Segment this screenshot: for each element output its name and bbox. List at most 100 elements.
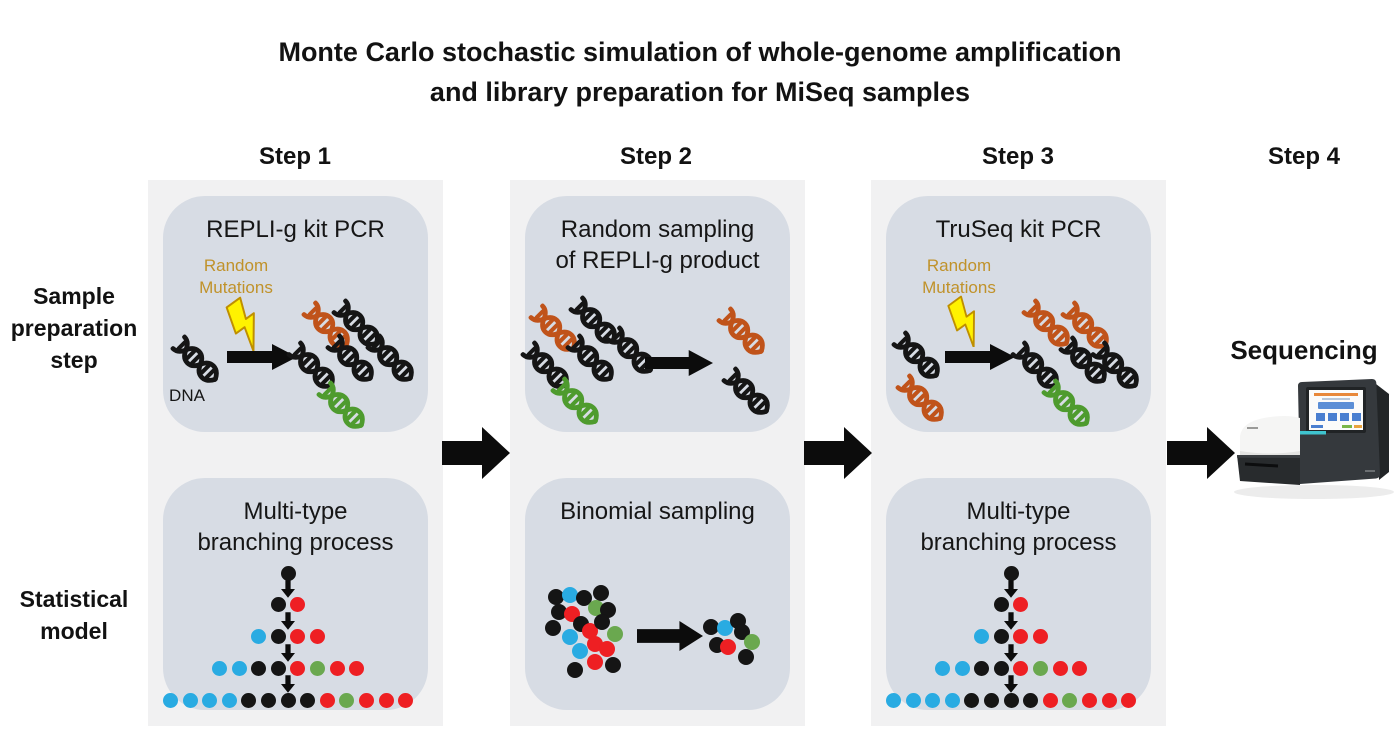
row-label-statistical-model: Statistical model (19, 586, 129, 644)
down-arrow-icon (281, 643, 295, 667)
sample-dot-red (599, 641, 615, 657)
step-label-1: Step 1 (258, 143, 332, 170)
step2-box-title: Random sampling of REPLI-g product (555, 216, 760, 274)
machine-reagent-cover (1240, 416, 1300, 455)
sample-dot-black (593, 585, 609, 601)
tree-dot-blue (202, 692, 218, 708)
tree-dot-green (339, 692, 355, 708)
random-mutations-label: Random Mutations (199, 256, 273, 297)
dna-helix-icon (565, 292, 626, 353)
dna-helix-icon (525, 300, 586, 361)
step3-output-dna (886, 196, 1151, 432)
step3-box-title: TruSeq kit PCR (935, 216, 1102, 243)
step3-column: TruSeq kit PCR Random Mutations Multi-ty… (871, 180, 1166, 726)
tree-dot-blue (221, 692, 237, 708)
sample-dot-black (576, 590, 592, 606)
step2-sample-prep-box: Random sampling of REPLI-g product (520, 196, 790, 434)
step1-statistical-model-box: Multi-type branching process (162, 478, 428, 710)
step1-branching-tree (162, 478, 428, 710)
step2-model-title: Binomial sampling (560, 498, 755, 525)
step2-input-dna (520, 196, 790, 434)
sample-dot-green (744, 634, 760, 650)
tree-dot-red (1101, 692, 1117, 708)
lightning-bolt-icon (945, 295, 995, 350)
sample-dot-black (594, 614, 610, 630)
sample-dot-blue (562, 629, 578, 645)
tree-dot-red (290, 597, 306, 613)
binomial-arrow (525, 478, 790, 710)
dna-helix-icon (1087, 337, 1148, 398)
row-label-sample-preparation: Sample preparation step (10, 283, 138, 373)
dna-helix-icon (892, 370, 953, 431)
flow-arrow-step1-step2 (442, 425, 510, 481)
dna-helix-icon (713, 303, 774, 364)
sample-dot-black (605, 657, 621, 673)
tree-dot-green (309, 660, 325, 676)
machine-touchscreen (1309, 390, 1363, 430)
sample-dot-blue (572, 643, 588, 659)
tree-dot-green (1062, 692, 1078, 708)
tree-dot-red (309, 629, 325, 644)
dna-helix-icon (718, 363, 779, 424)
tree-dot-blue (944, 692, 960, 708)
step3-statistical-model-box: Multi-type branching process (885, 478, 1151, 710)
tree-dot-red (1013, 597, 1029, 613)
tree-dot-blue (954, 660, 970, 676)
tree-dot-red (1013, 629, 1029, 644)
machine-drawer (1237, 455, 1300, 485)
tree-dot-red (1121, 692, 1137, 708)
tree-dot-red (1052, 660, 1068, 676)
tree-dot-black (270, 660, 286, 676)
step1-box-title: REPLI-g kit PCR (206, 216, 385, 243)
right-arrow-icon (945, 344, 1015, 375)
flow-arrow-step2-step3 (804, 425, 872, 481)
tree-dot-blue (231, 660, 247, 676)
tree-dot-blue (934, 660, 950, 676)
sample-dot-black (703, 619, 719, 635)
tree-dot-black (270, 629, 286, 644)
tree-dot-red (1013, 660, 1029, 676)
down-arrow-icon (1004, 675, 1018, 698)
binomial-population-dots (525, 478, 790, 710)
tree-dot-black (964, 692, 980, 708)
dna-helix-icon (547, 373, 608, 434)
dna-helix-icon (1055, 332, 1116, 393)
tree-dot-blue (905, 692, 921, 708)
sample-dot-black (545, 620, 561, 636)
dna-caption: DNA (169, 386, 205, 405)
down-arrow-icon (1004, 612, 1018, 635)
step3-model-title: Multi-type branching process (920, 498, 1117, 556)
tree-dot-black (1023, 692, 1039, 708)
dna-helix-icon (888, 327, 949, 388)
step-label-3: Step 3 (981, 143, 1055, 170)
dna-helix-icon (322, 330, 383, 391)
sample-dot-black (548, 589, 564, 605)
step1-input-dna (163, 196, 428, 432)
right-arrow-icon (645, 350, 713, 381)
tree-dot-black (993, 629, 1009, 644)
sample-dot-black (567, 662, 583, 678)
binomial-sample-dots (525, 478, 790, 710)
right-arrow-icon (637, 621, 703, 656)
tree-dot-red (329, 660, 345, 676)
step3-input-dna (886, 196, 1151, 432)
sequencing-label: Sequencing (1230, 335, 1378, 365)
tree-dot-blue (925, 692, 941, 708)
tree-dot-green (1032, 660, 1048, 676)
tree-dot-black (241, 692, 257, 708)
tree-dot-red (1042, 692, 1058, 708)
dna-helix-icon (283, 337, 344, 398)
dna-helix-icon (1038, 375, 1099, 436)
step2-column: Random sampling of REPLI-g product Binom… (510, 180, 805, 726)
tree-dot-red (290, 660, 306, 676)
step1-model-title: Multi-type branching process (197, 498, 394, 556)
tree-dot-red (319, 692, 335, 708)
down-arrow-icon (281, 580, 295, 603)
sample-dot-red (587, 654, 603, 670)
tree-dot-red (398, 692, 414, 708)
dna-helix-icon (167, 331, 228, 392)
tree-dot-red (358, 692, 374, 708)
step2-sampling-arrow (525, 196, 790, 432)
tree-dot-red (1032, 629, 1048, 644)
tree-dot-red (1081, 692, 1097, 708)
